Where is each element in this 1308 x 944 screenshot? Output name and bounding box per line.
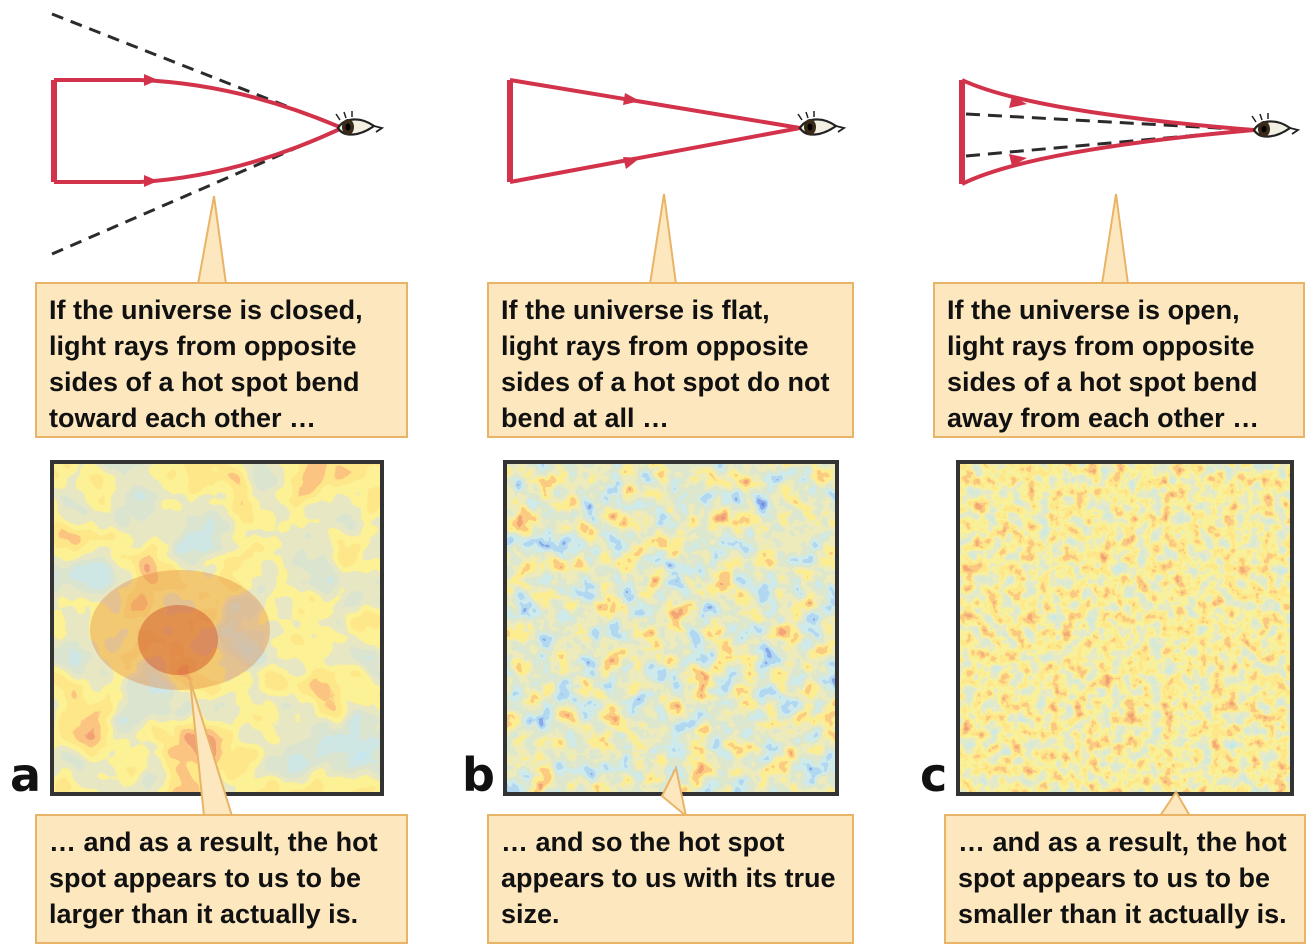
callout-pointer-top-c xyxy=(1100,193,1130,285)
dashed-ray-upper-c xyxy=(965,112,1255,132)
light-ray-lower-b xyxy=(509,126,801,184)
callout-pointer-top-b xyxy=(648,193,678,285)
panel-c-rays xyxy=(959,78,1300,186)
panel-b-rays xyxy=(507,78,846,184)
arrowhead-upper-b xyxy=(623,93,640,105)
light-ray-upper-b xyxy=(509,78,801,130)
cmb-map-b xyxy=(503,460,839,796)
caption-result-smaller: … and as a result, the hot spot appears … xyxy=(944,814,1306,944)
panel-letter-b: b xyxy=(462,748,495,802)
cmb-map-c xyxy=(956,460,1294,796)
arrowhead-lower-b xyxy=(623,157,640,169)
arrowhead-upper-c xyxy=(1009,96,1027,108)
caption-flat: If the universe is flat, light rays from… xyxy=(487,282,854,438)
arrowhead-lower-a xyxy=(144,175,158,187)
light-ray-upper-a xyxy=(54,78,343,130)
caption-result-larger: … and as a result, the hot spot appears … xyxy=(35,814,408,944)
callout-pointer-top-a xyxy=(196,195,228,285)
light-ray-lower-c xyxy=(961,128,1255,186)
arrowhead-upper-a xyxy=(144,74,158,86)
panel-letter-c: c xyxy=(920,748,948,802)
caption-open: If the universe is open, light rays from… xyxy=(933,282,1305,438)
panel-letter-a: a xyxy=(10,748,42,802)
light-ray-lower-a xyxy=(54,126,343,184)
dashed-ray-upper-a xyxy=(51,12,343,130)
panel-a-rays xyxy=(51,12,384,256)
cmb-map-a xyxy=(50,460,384,796)
dashed-ray-lower-c xyxy=(965,128,1255,158)
caption-result-true-size: … and so the hot spot appears to us with… xyxy=(487,814,854,944)
arrowhead-lower-c xyxy=(1009,154,1027,166)
caption-closed: If the universe is closed, light rays fr… xyxy=(35,282,408,438)
callout-pointer-bottom-b xyxy=(660,764,688,819)
light-ray-upper-c xyxy=(961,78,1255,132)
